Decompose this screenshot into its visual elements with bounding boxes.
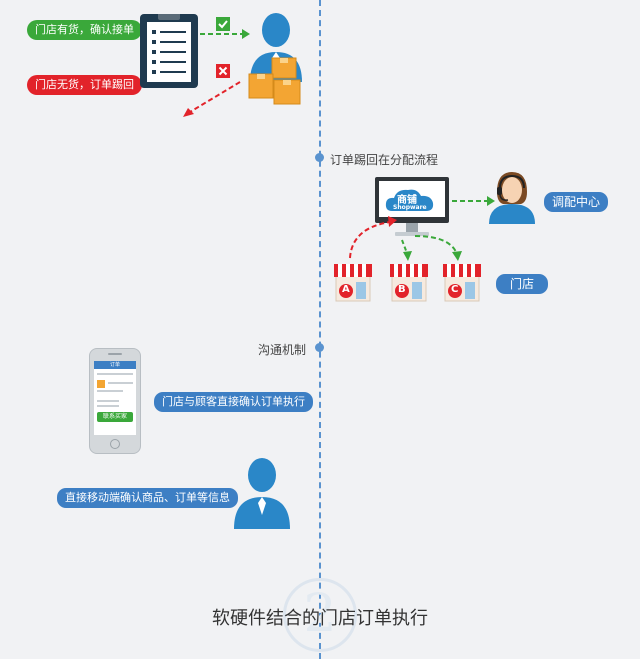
monitor-brand-cn: 商铺 — [397, 195, 417, 206]
timeline-dot-redistribution — [315, 153, 324, 162]
store-no-stock-tag: 门店无货，订单踢回 — [27, 75, 142, 95]
clipboard-icon — [140, 12, 198, 88]
smartphone-icon: 订单 联系买家 — [89, 348, 141, 454]
dispatch-center-tag: 调配中心 — [544, 192, 609, 212]
store-a-icon: A — [334, 264, 372, 302]
step-badge-number: 2 — [303, 584, 337, 644]
monitor-icon: 商铺 Shopware — [375, 177, 449, 241]
timeline-line — [319, 0, 321, 659]
monitor-brand-en: Shopware — [393, 204, 427, 211]
cross-icon — [216, 63, 230, 78]
contact-buyer-button[interactable]: 联系买家 — [97, 412, 133, 422]
phone-home-button — [110, 439, 120, 449]
redistribution-arrows — [349, 196, 495, 261]
store-a-letter: A — [342, 284, 350, 295]
phone-screen: 订单 联系买家 — [94, 361, 136, 435]
store-c-icon: C — [443, 264, 481, 302]
communication-heading: 沟通机制 — [258, 343, 307, 357]
stores-tag: 门店 — [496, 274, 549, 294]
store-has-stock-tag: 门店有货，确认接单 — [27, 20, 142, 40]
phone-header: 订单 — [94, 361, 136, 369]
redistribution-heading: 订单踢回在分配流程 — [330, 153, 439, 167]
store-c-letter: C — [451, 284, 459, 295]
top-arrows — [183, 29, 250, 117]
customer-caption-tag: 直接移动端确认商品、订单等信息 — [57, 488, 238, 508]
check-icon — [216, 16, 230, 31]
headset-operator-icon — [487, 170, 537, 224]
warehouse-person-icon — [246, 10, 308, 110]
timeline-dot-communication — [315, 343, 324, 352]
store-b-letter: B — [398, 284, 406, 295]
phone-caption-tag: 门店与顾客直接确认订单执行 — [154, 392, 313, 412]
page-title: 软硬件结合的门店订单执行 — [212, 608, 428, 629]
store-b-icon: B — [390, 264, 428, 302]
customer-person-icon — [232, 455, 294, 529]
step-badge — [283, 578, 357, 652]
